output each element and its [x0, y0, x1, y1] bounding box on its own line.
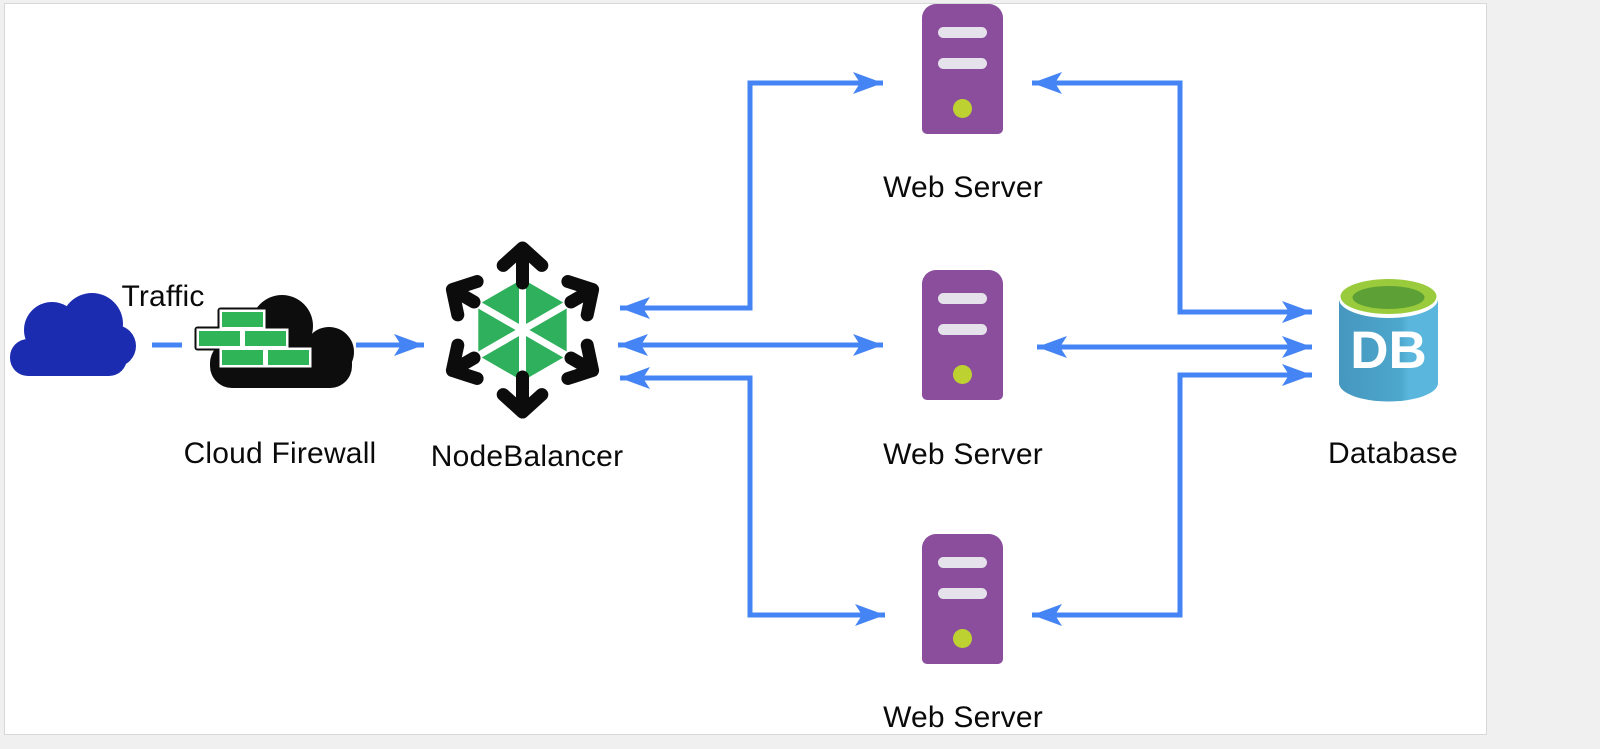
- edge-nodebalancer-webserver1: [620, 72, 883, 319]
- server-slot-bar: [938, 293, 987, 304]
- database-icon-text: DB: [1350, 321, 1427, 380]
- server-slot-bar: [938, 58, 987, 69]
- server-led: [953, 629, 972, 648]
- server-slot-bar: [938, 588, 987, 599]
- edge-webserver1-database: [1032, 72, 1312, 323]
- web-server-label-2: Web Server: [883, 438, 1043, 471]
- nodebalancer-label: NodeBalancer: [430, 440, 624, 473]
- database-top-inner: [1352, 286, 1425, 309]
- web-server-label-1: Web Server: [883, 171, 1043, 204]
- web-server-label-3: Web Server: [883, 701, 1043, 734]
- server-slot-bar: [938, 557, 987, 568]
- firewall-bricks: [199, 312, 309, 365]
- cloud-firewall-label: Cloud Firewall: [183, 437, 377, 470]
- database-label: Database: [1327, 437, 1459, 470]
- server-slot-bar: [938, 27, 987, 38]
- server-led: [953, 365, 972, 384]
- web-server-icon-2: [922, 270, 1003, 400]
- nodebalancer-arrows: [445, 241, 600, 419]
- nodebalancer-spokes: [476, 279, 569, 381]
- traffic-label: Traffic: [121, 280, 205, 313]
- edge-nodebalancer-webserver3: [620, 367, 885, 626]
- web-server-icon-1: [922, 4, 1003, 134]
- server-slot-bar: [938, 324, 987, 335]
- web-server-icon-3: [922, 534, 1003, 664]
- edge-webserver3-database: [1032, 364, 1312, 626]
- server-led: [953, 99, 972, 118]
